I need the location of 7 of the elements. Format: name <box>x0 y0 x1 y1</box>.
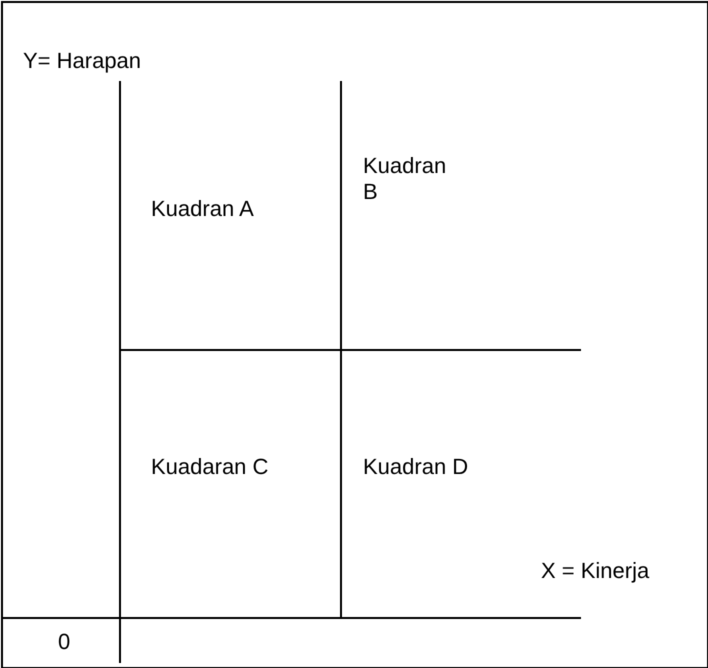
quadrant-label: Kuadaran C <box>151 454 268 480</box>
axis-label: Y= Harapan <box>23 48 142 74</box>
axis-label: X = Kinerja <box>541 558 650 584</box>
quadrant-label: Kuadran D <box>363 454 468 480</box>
origin-label: 0 <box>58 629 70 655</box>
quadrant-label: Kuadran A <box>151 196 254 222</box>
quadrant-label: Kuadran B <box>363 153 448 205</box>
